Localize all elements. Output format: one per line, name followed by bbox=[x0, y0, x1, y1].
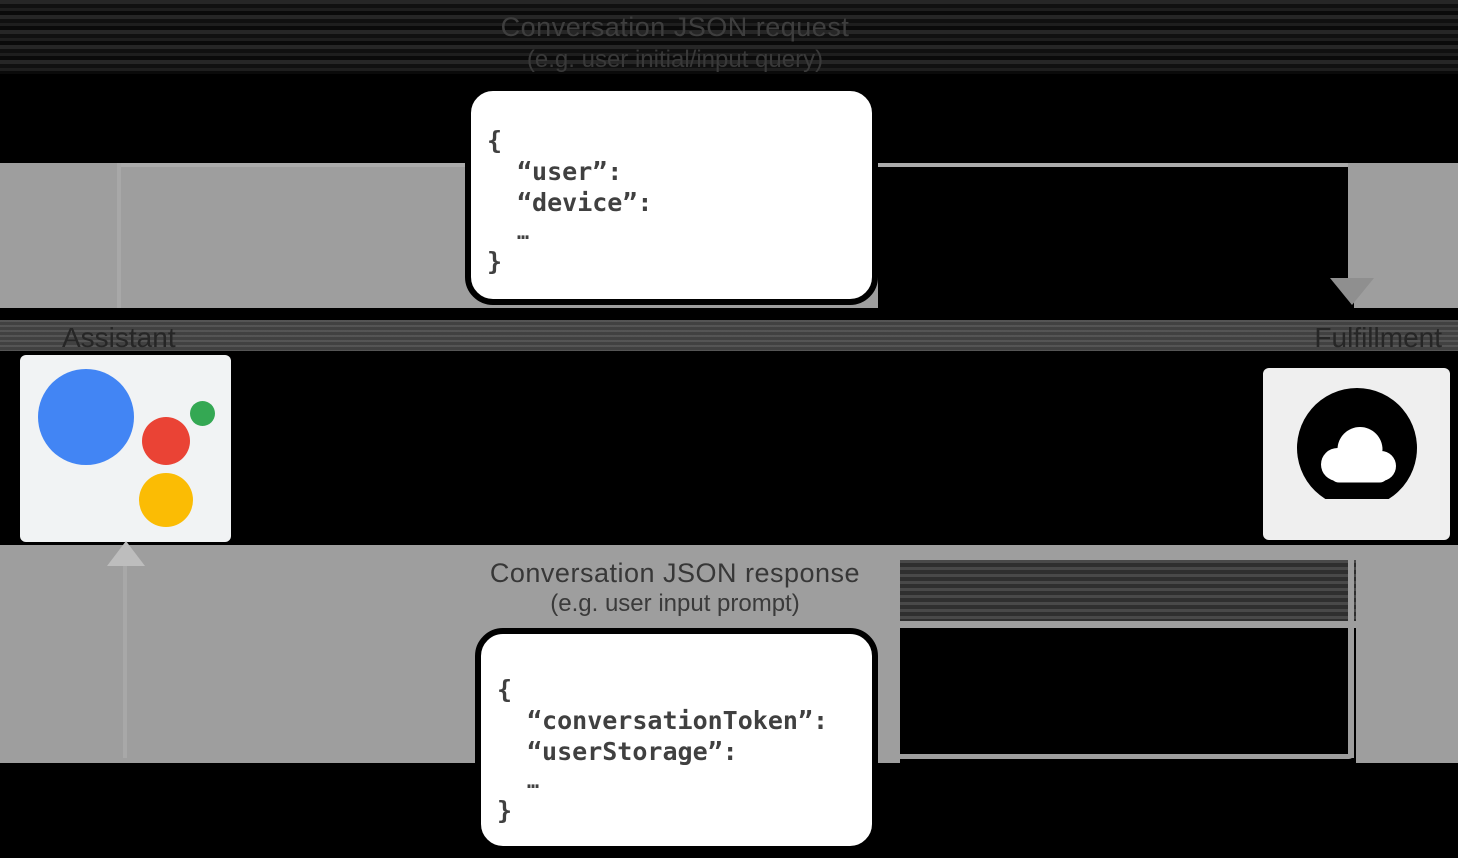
request-json-box: { “user”: “device”: … } bbox=[465, 85, 878, 305]
code-line: } bbox=[487, 247, 503, 276]
response-connector-vertical bbox=[123, 562, 127, 758]
fulfillment-card bbox=[1263, 368, 1450, 540]
code-line: { bbox=[497, 675, 513, 704]
response-json-box: { “conversationToken”: “userStorage”: … … bbox=[475, 628, 878, 852]
request-connector-vertical bbox=[1348, 163, 1354, 285]
response-connector-start bbox=[1348, 545, 1354, 758]
google-assistant-logo-blue-circle-icon bbox=[38, 369, 134, 465]
response-title: Conversation JSON response bbox=[489, 558, 861, 588]
google-assistant-logo-yellow-circle-icon bbox=[139, 473, 193, 527]
cloud-icon bbox=[1296, 388, 1417, 499]
code-line-device: “device”: bbox=[517, 188, 653, 217]
code-line: } bbox=[497, 796, 513, 825]
request-arrowhead-icon bbox=[1330, 278, 1374, 305]
assistant-label: Assistant bbox=[62, 322, 176, 353]
response-flow-band-right bbox=[1356, 545, 1458, 763]
top-title-band bbox=[0, 0, 1458, 74]
actor-label-stripe bbox=[0, 320, 1458, 351]
google-assistant-logo-green-circle-icon bbox=[190, 401, 215, 426]
code-line-ellipsis: … bbox=[517, 220, 530, 244]
response-flow-band-dark bbox=[900, 560, 1356, 621]
response-subtitle: (e.g. user input prompt) bbox=[550, 590, 800, 617]
fulfillment-label: Fulfillment bbox=[1314, 322, 1442, 353]
code-line: { bbox=[487, 126, 503, 155]
google-assistant-logo-red-circle-icon bbox=[142, 417, 190, 465]
response-arrowhead-icon bbox=[107, 541, 145, 566]
code-line-ellipsis: … bbox=[527, 769, 540, 793]
code-line-user-storage: “userStorage”: bbox=[527, 737, 738, 766]
code-line-conversation-token: “conversationToken”: bbox=[527, 706, 829, 735]
request-subtitle: (e.g. user initial/input query) bbox=[526, 46, 824, 73]
request-title: Conversation JSON request bbox=[500, 12, 850, 42]
assistant-logo-card bbox=[20, 355, 231, 542]
request-flow-band-dark bbox=[878, 163, 1348, 308]
request-connector-start bbox=[117, 163, 121, 308]
code-line-user: “user”: bbox=[517, 157, 623, 186]
response-flow-band-mid-bottom bbox=[900, 621, 1356, 628]
response-flow-band-mid-top bbox=[900, 545, 1356, 560]
